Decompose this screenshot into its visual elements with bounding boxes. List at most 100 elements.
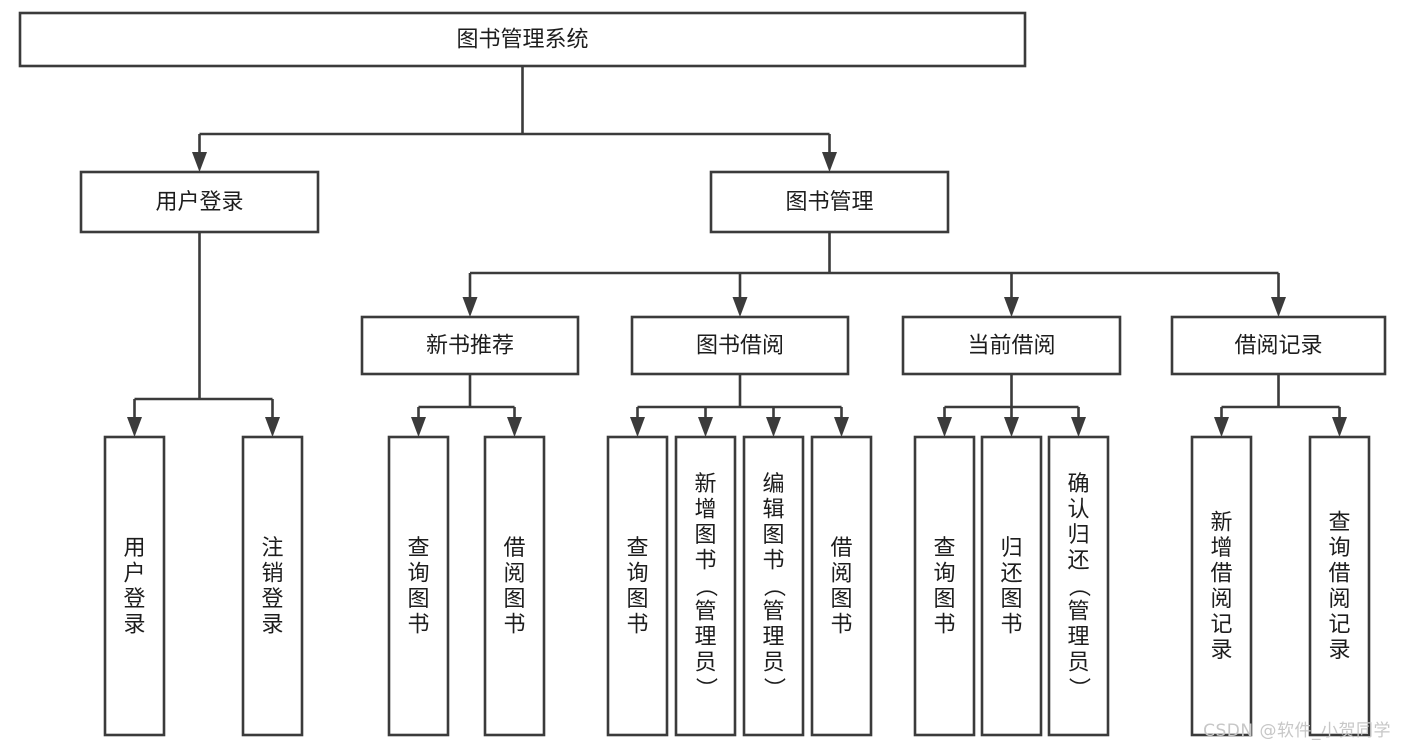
node-book-management[interactable]: 图书管理	[709, 170, 950, 234]
node-label-char: （	[693, 575, 718, 597]
arrow-head-icon	[1271, 297, 1286, 317]
arrow-head-icon	[462, 297, 478, 317]
node-user-login[interactable]: 用户登录	[79, 170, 320, 234]
node-box[interactable]	[1047, 435, 1110, 737]
node-box[interactable]	[810, 435, 873, 737]
node-box[interactable]	[79, 170, 320, 234]
node-box[interactable]	[1308, 435, 1371, 737]
arrow-head-icon	[937, 417, 952, 437]
node-root[interactable]: 图书管理系统	[18, 11, 1027, 68]
arrow-head-icon	[732, 297, 748, 317]
node-label: 用户登录	[155, 190, 243, 215]
node-box[interactable]	[387, 435, 450, 737]
node-new-book-recommend[interactable]: 新书推荐	[360, 315, 580, 376]
node-box[interactable]	[103, 435, 166, 737]
node-label-char: 图	[1000, 587, 1022, 612]
arrow-head-icon	[822, 152, 837, 172]
node-label-char: 还	[1000, 561, 1022, 586]
node-box[interactable]	[901, 315, 1122, 376]
node-box[interactable]	[360, 315, 580, 376]
node-label-char: 书	[407, 612, 429, 637]
node-box[interactable]	[630, 315, 850, 376]
node-box[interactable]	[674, 435, 737, 737]
node-borrow-record[interactable]: 借阅记录	[1170, 315, 1387, 376]
connector-group	[411, 374, 522, 437]
node-label-char: 借	[830, 536, 852, 561]
node-box[interactable]	[742, 435, 805, 737]
node-box[interactable]	[1170, 315, 1387, 376]
node-label-char: 归	[1000, 536, 1022, 561]
connector-layer	[127, 66, 1347, 437]
node-label-char: 员	[1067, 651, 1089, 676]
arrow-head-icon	[630, 417, 645, 437]
node-label-char: 书	[933, 612, 955, 637]
node-label-char: 书	[694, 549, 716, 574]
arrow-head-icon	[265, 417, 280, 437]
connector-group	[630, 374, 849, 437]
arrow-head-icon	[507, 417, 522, 437]
arrow-head-icon	[127, 417, 142, 437]
node-box[interactable]	[980, 435, 1043, 737]
node-box[interactable]	[18, 11, 1027, 68]
node-label-char: 归	[1067, 523, 1089, 548]
node-label: 当前借阅	[967, 334, 1055, 359]
node-label-char: 员	[694, 651, 716, 676]
node-label-char: 销	[261, 561, 283, 586]
node-label-char: 图	[933, 587, 955, 612]
node-box[interactable]	[913, 435, 976, 737]
connector-group	[127, 232, 280, 437]
node-label-char: 询	[407, 561, 429, 586]
arrow-head-icon	[766, 417, 781, 437]
node-label-char: 借	[1328, 561, 1350, 586]
node-label-char: 用	[123, 536, 145, 561]
node-label-char: 认	[1067, 498, 1089, 523]
node-label-char: 录	[123, 612, 145, 637]
arrow-head-icon	[1214, 417, 1229, 437]
node-box[interactable]	[1190, 435, 1253, 737]
node-box[interactable]	[606, 435, 669, 737]
connector-group	[192, 66, 837, 172]
node-box[interactable]	[483, 435, 546, 737]
node-current-borrow[interactable]: 当前借阅	[901, 315, 1122, 376]
node-label-char: 书	[830, 612, 852, 637]
node-label-char: 理	[1067, 625, 1089, 650]
node-label-char: 图	[503, 587, 525, 612]
node-box[interactable]	[709, 170, 950, 234]
node-label-char: （	[761, 575, 786, 597]
node-label-char: 辑	[762, 498, 784, 523]
node-label-char: 记	[1328, 612, 1350, 637]
node-label-char: 编	[762, 472, 784, 497]
node-label-char: ）	[761, 677, 786, 699]
arrow-head-icon	[834, 417, 849, 437]
connector-group	[937, 374, 1086, 437]
node-label-char: 图	[694, 523, 716, 548]
node-box[interactable]	[241, 435, 304, 737]
arrow-head-icon	[1004, 297, 1019, 317]
node-label-char: 图	[407, 587, 429, 612]
node-label-char: 查	[407, 536, 429, 561]
node-label-char: 新	[1210, 510, 1232, 535]
node-label-char: 理	[762, 625, 784, 650]
node-label-char: 图	[830, 587, 852, 612]
node-label-char: 书	[762, 549, 784, 574]
node-label-char: 图	[762, 523, 784, 548]
node-label-char: ）	[1066, 677, 1091, 699]
node-leaf-user-login[interactable]: 用户登录	[103, 435, 166, 737]
node-label-char: 询	[626, 561, 648, 586]
node-label: 借阅记录	[1234, 334, 1322, 359]
node-book-borrow[interactable]: 图书借阅	[630, 315, 850, 376]
